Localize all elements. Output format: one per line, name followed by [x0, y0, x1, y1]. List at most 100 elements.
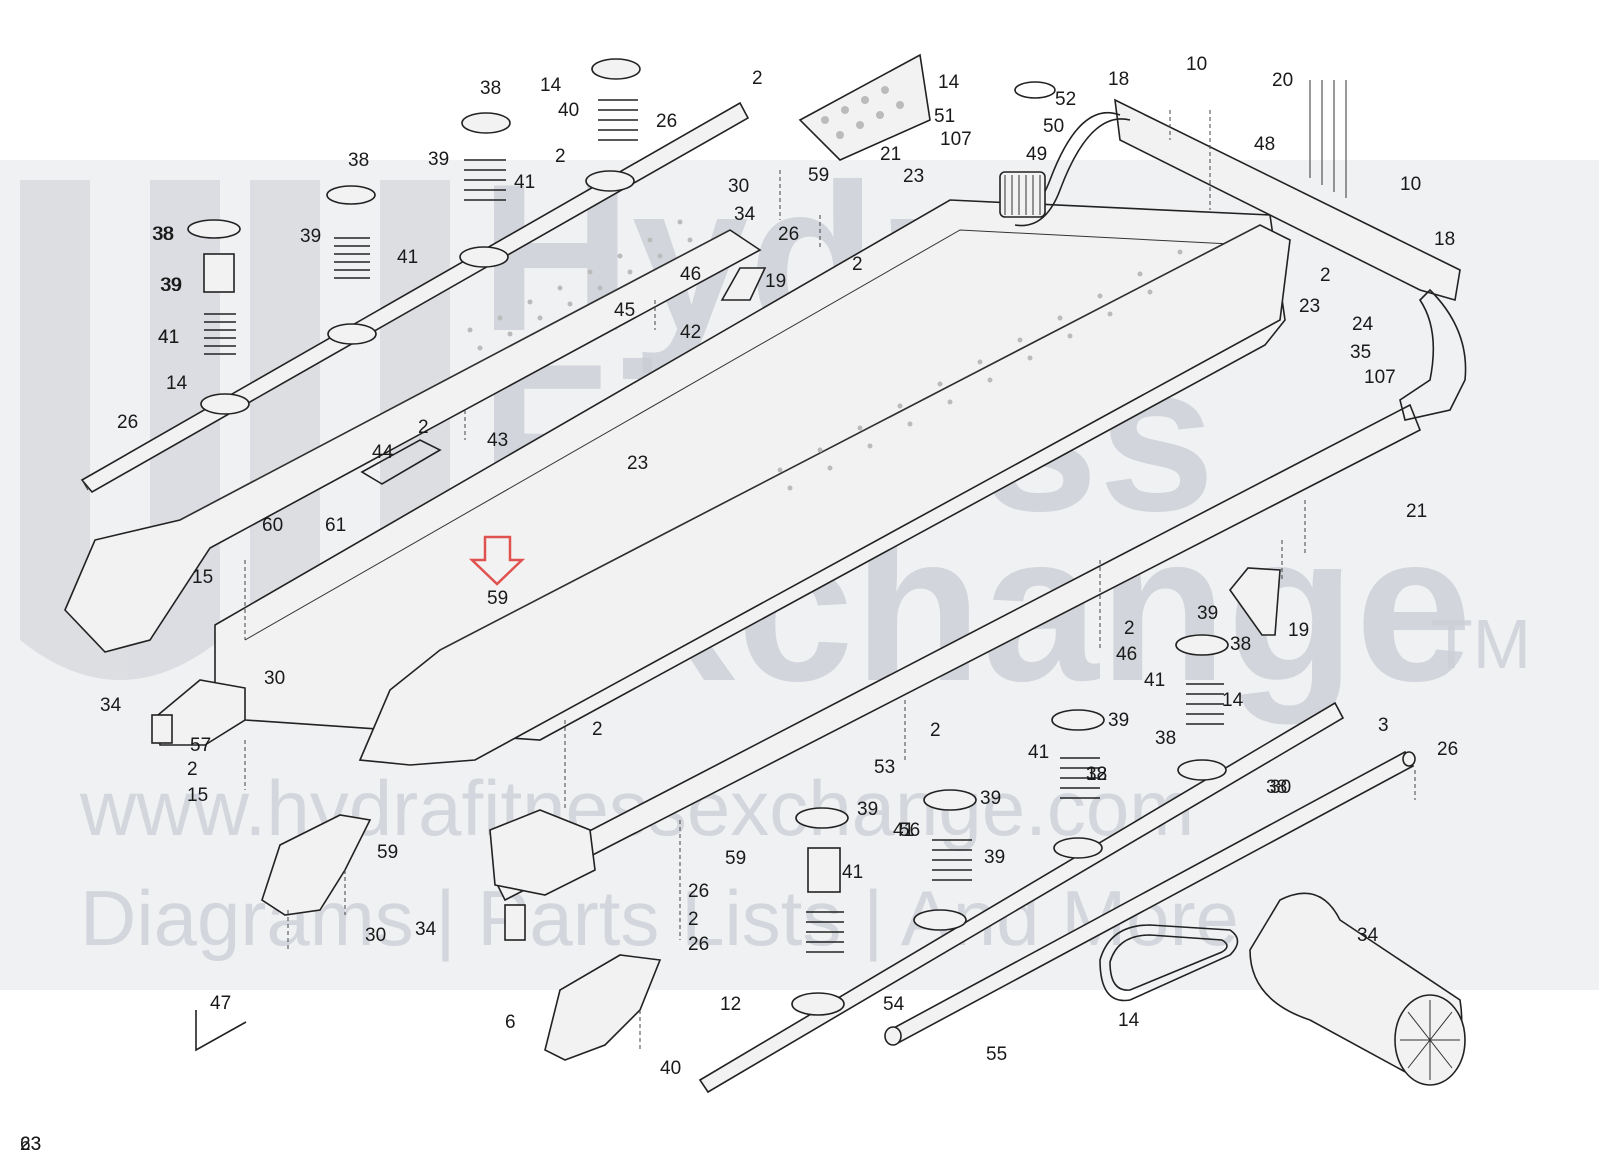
callout-3: 3	[1378, 715, 1389, 736]
callout-10: 10	[1400, 174, 1421, 195]
callout-61: 61	[325, 515, 346, 536]
left-rear-guard	[261, 814, 372, 916]
decal	[360, 439, 442, 485]
right-rear-guard	[544, 954, 662, 1061]
callout-53: 53	[874, 757, 895, 778]
callout-41: 41	[158, 327, 179, 348]
callout-12: 12	[720, 994, 741, 1015]
callout-2: 2	[418, 417, 429, 438]
callout-51: 51	[934, 106, 955, 127]
callout-38: 38	[1086, 764, 1107, 785]
callout-26: 26	[656, 111, 677, 132]
isolator-stacks	[187, 58, 1229, 1016]
right-deck-bracket	[1228, 567, 1281, 636]
callout-24: 24	[1352, 314, 1374, 335]
callout-6: 6	[505, 1012, 516, 1033]
callout-10: 10	[1186, 54, 1207, 75]
callout-23: 23	[20, 1134, 41, 1155]
callout-52: 52	[1055, 89, 1076, 110]
callout-20: 20	[1272, 70, 1293, 91]
callout-26: 26	[778, 224, 799, 245]
callout-2: 2	[592, 719, 603, 740]
left-side-rail	[80, 101, 750, 494]
callout-19: 19	[1288, 620, 1309, 641]
callout-59: 59	[725, 848, 746, 869]
callout-63: 63	[20, 1134, 41, 1155]
callout-2: 2	[187, 759, 198, 780]
callout-60: 60	[262, 515, 283, 536]
right-rail-cover	[358, 224, 1291, 766]
callout-55: 55	[986, 1044, 1007, 1065]
callout-2: 2	[688, 909, 699, 930]
callout-39: 39	[160, 275, 181, 296]
callout-34: 34	[415, 919, 437, 940]
callout-23: 23	[627, 453, 648, 474]
callout-44: 44	[372, 442, 394, 463]
callout-15: 15	[187, 785, 208, 806]
callout-23: 23	[1299, 296, 1320, 317]
callout-26: 26	[688, 881, 709, 902]
callout-38: 38	[152, 224, 173, 245]
motor-pulley	[999, 171, 1046, 218]
callout-15: 15	[192, 567, 213, 588]
callout-47: 47	[210, 993, 231, 1014]
wire-harness	[1014, 81, 1056, 99]
callout-38: 38	[1230, 634, 1251, 655]
callout-26: 26	[688, 934, 709, 955]
callout-59: 59	[487, 588, 508, 609]
rear-roller-tube	[884, 750, 1416, 1046]
callout-2: 2	[1124, 618, 1135, 639]
callout-30: 30	[264, 668, 285, 689]
callout-41: 41	[158, 327, 179, 348]
callout-39: 39	[980, 788, 1001, 809]
callout-26: 26	[1437, 739, 1458, 760]
callout-41: 41	[842, 862, 863, 883]
callout-41: 41	[397, 247, 418, 268]
lower-frame	[489, 403, 1422, 941]
callout-39: 39	[428, 149, 449, 170]
callout-21: 21	[880, 144, 901, 165]
callout-41: 41	[1144, 670, 1165, 691]
callout-14: 14	[1222, 690, 1244, 711]
callout-41: 41	[514, 172, 535, 193]
callout-56: 56	[899, 820, 920, 841]
callout-57: 57	[190, 735, 211, 756]
callout-34: 34	[734, 204, 756, 225]
callout-30: 30	[365, 925, 386, 946]
callout-2: 2	[852, 254, 863, 275]
callout-18: 18	[1434, 229, 1455, 250]
callout-59: 59	[808, 165, 829, 186]
drive-motor	[1249, 892, 1466, 1086]
callout-14: 14	[540, 75, 562, 96]
callout-54: 54	[883, 994, 905, 1015]
callout-30: 30	[728, 176, 749, 197]
callout-48: 48	[1254, 134, 1275, 155]
watermark-trademark: TM	[1430, 605, 1531, 683]
callout-2: 2	[555, 146, 566, 167]
callout-2: 2	[930, 720, 941, 741]
callout-46: 46	[1116, 644, 1137, 665]
callout-39: 39	[1197, 603, 1218, 624]
callout-38: 38	[153, 224, 174, 245]
callout-23: 23	[903, 166, 924, 187]
callout-45: 45	[614, 300, 635, 321]
front-roller-bracket	[151, 679, 246, 746]
callout-107: 107	[940, 129, 972, 150]
left-deck-bracket	[720, 267, 767, 301]
callout-39: 39	[1108, 710, 1129, 731]
right-side-rail	[698, 701, 1345, 1094]
left-rail-cover	[64, 229, 762, 653]
callout-21: 21	[1406, 501, 1427, 522]
assembly-guides	[244, 110, 1416, 1050]
callout-46: 46	[680, 264, 701, 285]
wire-cables	[1309, 80, 1347, 198]
callout-43: 43	[487, 430, 508, 451]
callout-19: 19	[765, 271, 786, 292]
hex-key	[195, 1010, 247, 1052]
callout-38: 38	[480, 78, 501, 99]
callout-107: 107	[1364, 367, 1396, 388]
callout-35: 35	[1350, 342, 1371, 363]
motor-hood-plate	[798, 53, 931, 161]
